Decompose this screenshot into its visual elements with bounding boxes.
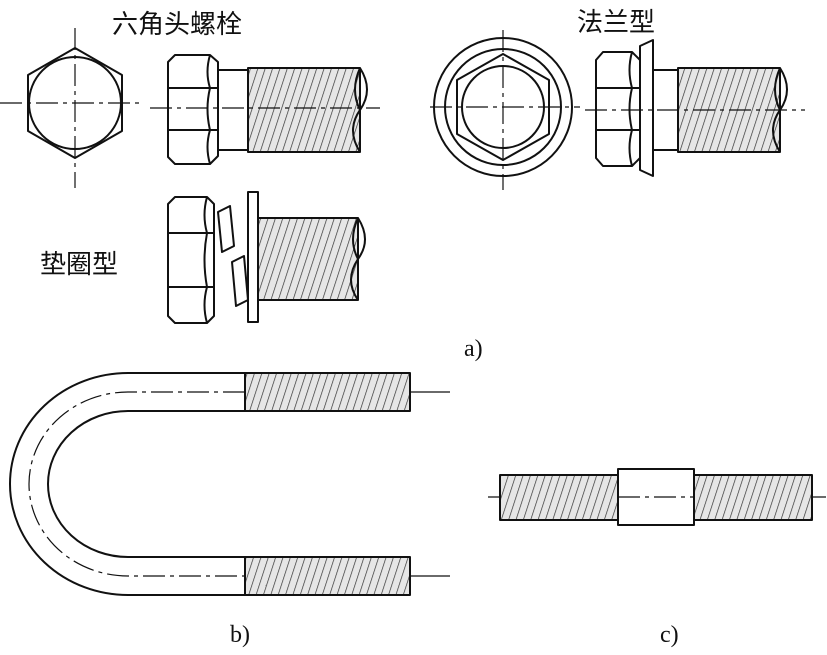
flange-type-label: 法兰型 [577, 8, 656, 38]
subfigure-a-label: a) [464, 336, 483, 362]
washer-bolt-side-view [167, 191, 366, 324]
flange-bolt-side-view [585, 39, 805, 177]
washer-type-label: 垫圈型 [40, 250, 119, 280]
hex-bolt-end-view [0, 28, 140, 188]
subfigure-b-label: b) [230, 622, 250, 648]
subfigure-c-label: c) [660, 622, 679, 648]
flange-bolt-end-view [430, 30, 580, 190]
u-bolt [9, 372, 450, 596]
double-end-stud [488, 468, 826, 526]
hex-bolt-label: 六角头螺栓 [112, 10, 243, 40]
hex-bolt-side-view [150, 54, 380, 165]
